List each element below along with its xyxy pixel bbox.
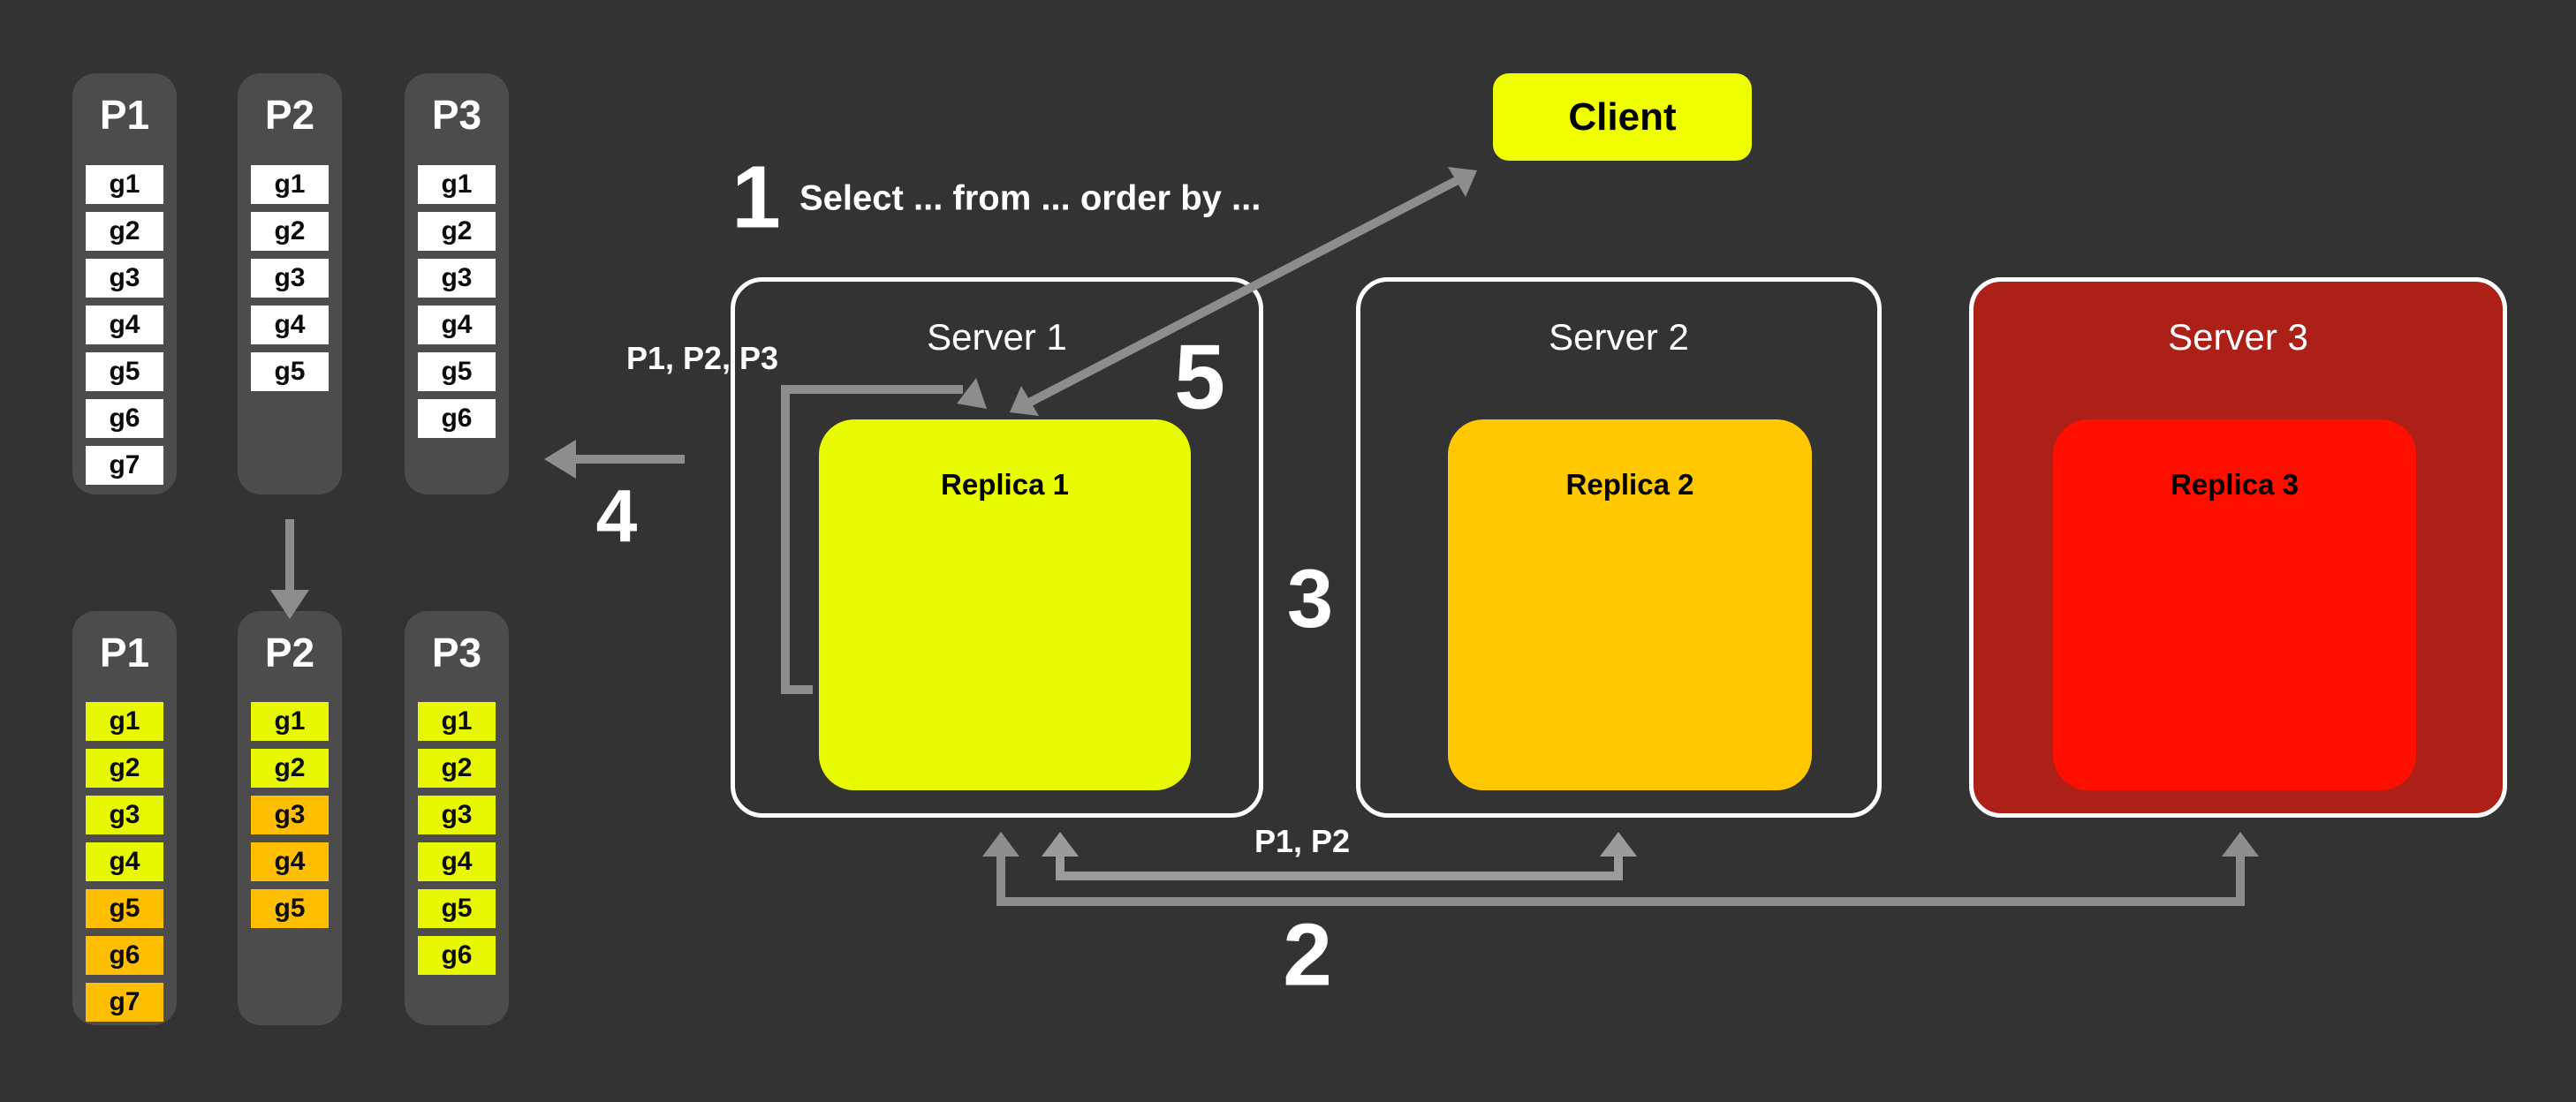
group-cell: g3 [86,259,163,298]
partitions-fetched-label: P1, P2 [1254,823,1351,859]
server-2-title: Server 2 [1549,316,1689,358]
group-cell: g6 [86,399,163,438]
group-cell: g1 [418,702,496,741]
group-cell: g1 [86,702,163,741]
repartition-down-arrow [270,519,309,619]
replica-1-label: Replica 1 [941,468,1069,501]
group-cell: g5 [251,352,329,391]
group-cell: g7 [86,446,163,485]
partition-column-bottom-p1: P1 g1 g2 g3 g4 g5 g6 g7 [72,611,177,1025]
group-cell: g3 [418,259,496,298]
group-cell: g1 [251,702,329,741]
replica-2-label: Replica 2 [1565,468,1694,501]
group-cell: g2 [251,749,329,788]
group-cell: g4 [251,306,329,344]
replica-1-box: Replica 1 [819,419,1191,790]
group-cell: g4 [86,306,163,344]
client-box: Client [1493,73,1752,161]
group-cell: g3 [418,796,496,834]
server-3-box: Server 3 Replica 3 [1969,277,2507,818]
partition-label: P1 [99,92,150,138]
group-cell: g3 [251,259,329,298]
fetch-outer-bracket-arrow [982,832,2259,906]
group-cell: g2 [251,212,329,251]
replica-2-box: Replica 2 [1448,419,1812,790]
group-cell: g1 [86,165,163,204]
group-cell: g5 [418,889,496,928]
group-cell: g5 [86,352,163,391]
group-cell: g4 [418,306,496,344]
query-response-arrow [1010,167,1477,416]
partitions-to-replica-label: P1, P2, P3 [625,340,779,376]
step-4-number: 4 [595,474,638,558]
partition-column-top-p1: P1 g1 g2 g3 g4 g5 g6 g7 [72,73,177,494]
query-text: Select ... from ... order by ... [799,178,1261,218]
partition-label: P2 [264,92,315,138]
group-cell: g2 [86,212,163,251]
partition-column-bottom-p3: P3 g1 g2 g3 g4 g5 g6 [405,611,509,1025]
group-cell: g7 [86,983,163,1022]
group-cell: g6 [418,936,496,975]
group-cell: g6 [86,936,163,975]
group-cell: g5 [86,889,163,928]
partition-label: P2 [264,630,315,676]
group-cell: g2 [418,749,496,788]
partition-label: P3 [431,92,482,138]
step-3-number: 3 [1286,552,1334,645]
group-cell: g2 [418,212,496,251]
group-cell: g5 [418,352,496,391]
partition-column-bottom-p2: P2 g1 g2 g3 g4 g5 [238,611,342,1025]
group-cell: g6 [418,399,496,438]
server-1-title: Server 1 [927,316,1067,358]
server-3-title: Server 3 [2168,316,2308,358]
server-2-box: Server 2 Replica 2 [1356,277,1882,818]
partition-column-top-p2: P2 g1 g2 g3 g4 g5 [238,73,342,494]
replica-3-label: Replica 3 [2171,468,2299,501]
group-cell: g4 [251,842,329,881]
group-cell: g1 [418,165,496,204]
group-cell: g4 [418,842,496,881]
group-cell: g4 [86,842,163,881]
server-1-box: Server 1 Replica 1 [731,277,1263,818]
merge-loop-arrow [781,378,987,694]
step-5-number: 5 [1174,326,1225,429]
group-cell: g3 [86,796,163,834]
replica-3-box: Replica 3 [2053,419,2416,790]
partition-column-top-p3: P3 g1 g2 g3 g4 g5 g6 [405,73,509,494]
partition-label: P1 [99,630,150,676]
step-1-number: 1 [731,147,781,247]
return-left-arrow [544,440,685,479]
group-cell: g1 [251,165,329,204]
group-cell: g2 [86,749,163,788]
group-cell: g5 [251,889,329,928]
fetch-inner-bracket-arrow [1042,832,1637,880]
partition-label: P3 [431,630,482,676]
step-2-number: 2 [1283,905,1332,1005]
group-cell: g3 [251,796,329,834]
